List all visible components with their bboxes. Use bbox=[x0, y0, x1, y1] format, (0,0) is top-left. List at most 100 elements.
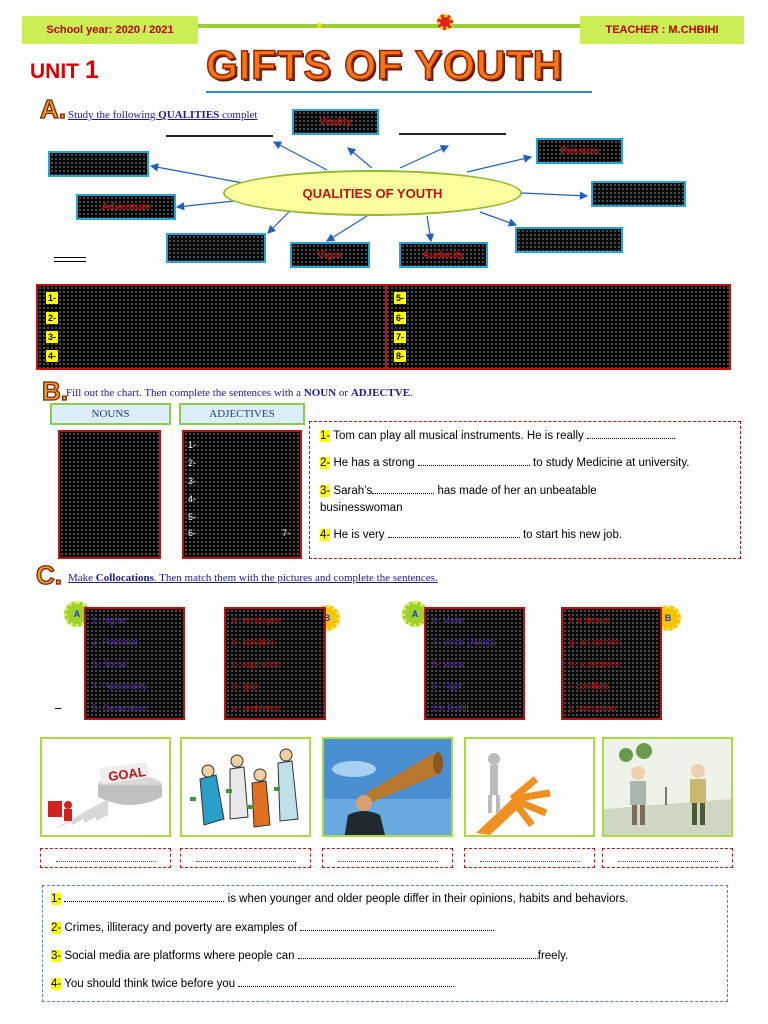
answer-blank[interactable] bbox=[387, 529, 520, 538]
picture-generation-gap bbox=[602, 737, 733, 837]
row-number: 6- bbox=[394, 312, 407, 324]
section-b-letter: B. bbox=[41, 375, 68, 406]
quality-box-adventure: Adventure bbox=[76, 194, 176, 220]
final-sentence-1: 1- is when younger and older people diff… bbox=[51, 893, 629, 905]
picture-goal: GOAL bbox=[40, 737, 171, 837]
list-item: 1- higher bbox=[92, 615, 128, 625]
quality-box-vitality: Vitality bbox=[292, 109, 379, 135]
section-c-letter: C. bbox=[35, 559, 62, 590]
picture-answer-field[interactable] bbox=[464, 848, 595, 868]
quality-box-blank[interactable] bbox=[591, 181, 686, 207]
list-item: a- employee bbox=[232, 615, 282, 625]
list-item: i- conflicts bbox=[569, 681, 610, 691]
picture-answer-field[interactable] bbox=[40, 848, 171, 868]
picture-answer-field[interactable] bbox=[602, 848, 733, 868]
picture-megaphone bbox=[322, 737, 453, 837]
adjectives-header: ADJECTIVES bbox=[179, 403, 305, 425]
section-c-instruction: Make Collocations. Then match them with … bbox=[68, 572, 438, 584]
collocation-list-2: a- employee b- solution c- aspiration d-… bbox=[224, 607, 326, 720]
grid-divider bbox=[385, 286, 387, 368]
nouns-header: NOUNS bbox=[50, 403, 171, 425]
list-number: 2- bbox=[188, 458, 197, 468]
list-item: g- an opinion bbox=[569, 637, 622, 647]
final-sentence-3: 3- Social media are platforms where peop… bbox=[51, 950, 569, 962]
page-title: GIFTS OF YOUTH bbox=[205, 41, 564, 89]
picture-answer-field[interactable] bbox=[180, 848, 311, 868]
quality-box-audacity: Audacity bbox=[399, 242, 488, 268]
adjectives-list: 1- 2- 3- 4- 5- 6- 7- bbox=[182, 430, 302, 559]
quality-blank-line[interactable] bbox=[166, 133, 273, 137]
final-sentences-box: 1- is when younger and older people diff… bbox=[42, 885, 728, 1002]
quality-box-vigor: Vigor bbox=[290, 242, 370, 268]
list-item: 6- Make bbox=[432, 615, 465, 625]
quality-box-blank[interactable] bbox=[166, 233, 266, 263]
row-number: 1- bbox=[46, 292, 59, 304]
sentence-3-continued: businesswoman bbox=[320, 502, 403, 514]
old-and-young-illustration bbox=[604, 739, 731, 835]
dash-mark bbox=[55, 708, 61, 709]
answer-blank[interactable] bbox=[417, 457, 530, 466]
sentence-4: 4- He is very to start his new job. bbox=[320, 529, 623, 541]
title-underline bbox=[206, 91, 592, 93]
row-number: 3- bbox=[46, 331, 59, 343]
list-item: j- corruption bbox=[569, 703, 617, 713]
picture-decision bbox=[464, 737, 595, 837]
quality-blank-line[interactable] bbox=[399, 131, 506, 135]
unit-number: 1 bbox=[84, 56, 99, 84]
unit-label: UNIT 1 bbox=[30, 56, 99, 84]
answer-blank[interactable] bbox=[372, 485, 435, 494]
list-item: c- aspiration bbox=[232, 659, 282, 669]
header-dot-ornament bbox=[317, 23, 322, 28]
list-item: d- gap bbox=[232, 681, 258, 691]
list-item: 2- Potential bbox=[92, 637, 138, 647]
qualities-center-ellipse: QUALITIES OF YOUTH bbox=[223, 170, 522, 216]
answer-blank[interactable] bbox=[238, 978, 453, 987]
collocation-list-3: 6- Make 7- Voice (Avoid) 8- Voice 9- Fig… bbox=[424, 607, 525, 720]
list-item: 4- Personality bbox=[92, 681, 148, 691]
list-item: 5- Generation bbox=[92, 703, 148, 713]
list-item: b- solution bbox=[232, 637, 274, 647]
flower-icon bbox=[437, 14, 453, 30]
answer-blank[interactable] bbox=[586, 430, 673, 439]
school-year-banner: School year: 2020 / 2021 bbox=[22, 16, 198, 44]
teacher-banner: TEACHER : M.CHBIHI bbox=[580, 16, 744, 44]
header-divider bbox=[198, 24, 580, 28]
collocation-list-1: 1- higher 2- Potential 3- Social 4- Pers… bbox=[84, 607, 185, 720]
goal-sign-text: GOAL bbox=[107, 764, 146, 784]
list-number: 5- bbox=[188, 512, 197, 522]
double-rule bbox=[54, 257, 86, 262]
quality-box-blank[interactable] bbox=[515, 227, 623, 253]
collocation-list-4: f- a dream g- an opinion h- a decision i… bbox=[561, 607, 662, 720]
list-number: 3- bbox=[188, 476, 197, 486]
quality-box-passion: Passion bbox=[536, 138, 623, 164]
section-a-instruction: Study the following QUALITIES complet bbox=[68, 109, 258, 121]
megaphone-man-illustration bbox=[324, 739, 451, 835]
list-item: 9- Fight bbox=[432, 681, 463, 691]
qualities-answer-grid: 1- 2- 3- 4- 5- 6- 7- 8- bbox=[36, 284, 731, 370]
row-number: 4- bbox=[46, 350, 59, 362]
answer-blank[interactable] bbox=[64, 893, 225, 902]
row-number: 2- bbox=[46, 312, 59, 324]
row-number: 8- bbox=[394, 350, 407, 362]
list-item: 3- Social bbox=[92, 659, 128, 669]
answer-blank[interactable] bbox=[297, 950, 538, 959]
row-number: 5- bbox=[394, 292, 407, 304]
section-b-instruction: Fill out the chart. Then complete the se… bbox=[66, 387, 413, 399]
sentence-2: 2- He has a strong to study Medicine at … bbox=[320, 457, 690, 469]
list-item: h- a decision bbox=[569, 659, 621, 669]
list-item: e- problems bbox=[232, 703, 280, 713]
decision-arrows-illustration bbox=[476, 753, 551, 835]
sentence-completion-box: 1- Tom can play all musical instruments.… bbox=[309, 421, 741, 559]
picture-answer-field[interactable] bbox=[322, 848, 453, 868]
section-a-letter: A. bbox=[39, 93, 66, 124]
list-number: 6- bbox=[188, 528, 197, 538]
list-number: 1- bbox=[188, 440, 197, 450]
answer-blank[interactable] bbox=[300, 922, 493, 931]
list-item: f- a dream bbox=[569, 615, 611, 625]
picture-employees bbox=[180, 737, 311, 837]
goal-staircase-illustration: GOAL bbox=[48, 762, 162, 829]
sentence-3: 3- Sarah’s has made of her an unbeatable bbox=[320, 485, 597, 497]
row-number: 7- bbox=[394, 331, 407, 343]
quality-box-blank[interactable] bbox=[48, 151, 149, 177]
sentence-1: 1- Tom can play all musical instruments.… bbox=[320, 430, 677, 442]
